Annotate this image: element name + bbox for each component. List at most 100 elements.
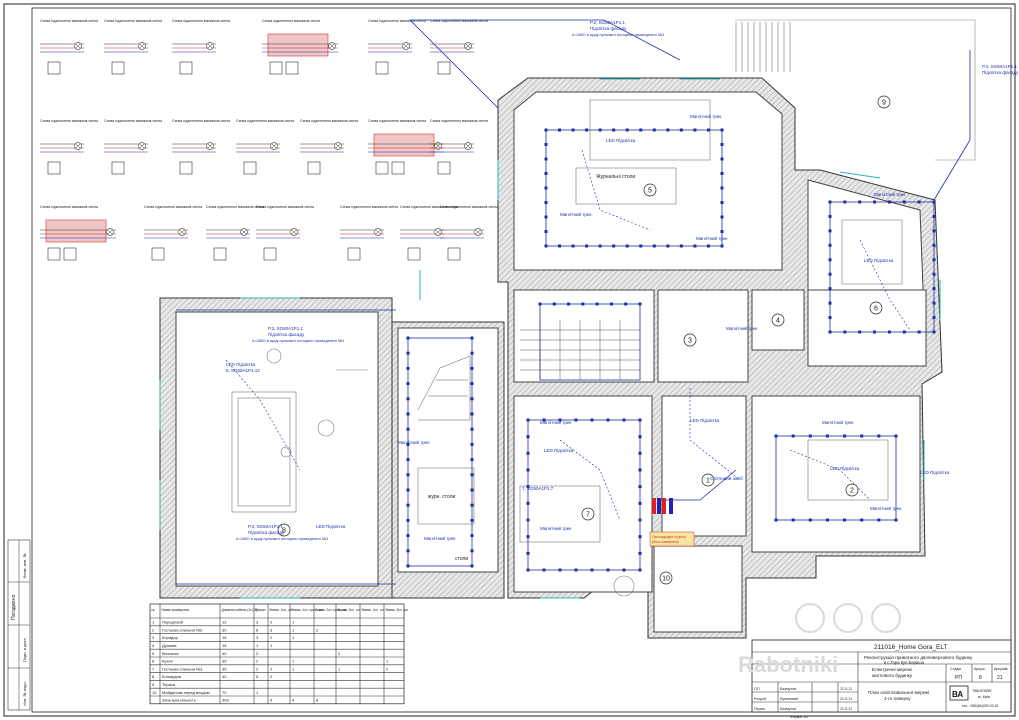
lamp-marker: [932, 214, 936, 218]
lamp-marker: [526, 535, 530, 539]
lamp-marker: [470, 427, 474, 431]
lamp-marker: [666, 128, 670, 132]
svg-text:LED Підсвітка: LED Підсвітка: [920, 470, 950, 475]
lamp-marker: [406, 427, 410, 431]
switch-scheme: Схема підключення вимикачів світла: [236, 119, 294, 175]
table-cell: 12: [222, 620, 227, 625]
table-header: Вимик. 2кл., шт: [338, 608, 361, 612]
signature-name: Лупичевий: [780, 697, 798, 701]
table-cell: 70: [222, 690, 227, 695]
table-cell: Гостьова спальня №2: [162, 627, 203, 632]
lamp-marker: [526, 418, 530, 422]
svg-text:Підсвітка фасаду: Підсвітка фасаду: [982, 70, 1019, 75]
switch-symbol-icon: [213, 247, 227, 261]
table-cell: 1: [292, 635, 295, 640]
svg-text:8, SG60А1Р1.12: 8, SG60А1Р1.12: [226, 368, 260, 373]
switch-symbol-icon: [111, 61, 125, 75]
lamp-marker: [828, 200, 832, 204]
table-cell: 1: [292, 659, 295, 664]
table-cell: 40: [222, 674, 227, 679]
table-cell: 40: [222, 651, 227, 656]
lamp-marker: [526, 568, 530, 572]
switch-symbol-icon: [151, 247, 165, 261]
lamp-marker: [558, 128, 562, 132]
lamp-marker: [470, 351, 474, 355]
table-cell: 1: [338, 666, 341, 671]
lamp-marker: [932, 243, 936, 247]
lamp-marker: [526, 468, 530, 472]
plan-annotations: P.2, SG60А1Р1.1 Підсвітка фасаду h=2800 …: [226, 20, 1019, 541]
svg-text:h=2800 в щоді нульової площини: h=2800 в щоді нульової площини проведенн…: [236, 536, 329, 541]
lamp-marker: [571, 244, 575, 248]
lamp-marker: [470, 564, 474, 568]
signature-role: Розроб.: [754, 697, 767, 701]
lamp-marker: [858, 330, 862, 334]
table-cell: 1: [386, 659, 389, 664]
lamp-marker: [774, 518, 778, 522]
switch-symbol-icon: [375, 161, 389, 175]
switch-scheme-title: Схема підключення вимикачів світла: [262, 19, 320, 23]
svg-text:Магнітний трек: Магнітний трек: [696, 235, 727, 241]
lamp-marker: [932, 301, 936, 305]
sheet-frame: [3, 3, 1016, 717]
lamp-marker: [470, 473, 474, 477]
table-cell: 18: [222, 643, 227, 648]
signature-role: ГІП: [754, 687, 760, 691]
lamp-marker: [720, 143, 724, 146]
switch-scheme: Схема підключення вимикачів світла: [430, 19, 488, 75]
lamp-marker: [638, 485, 642, 489]
signature-date: 22.11.21: [840, 687, 852, 691]
switch-symbol-icon: [243, 161, 257, 175]
lamp-marker: [544, 244, 548, 248]
room-label-tables-1: Журнальні столи: [596, 174, 635, 180]
table-cell: 8: [152, 674, 155, 679]
svg-text:LED Підсвітка: LED Підсвітка: [226, 362, 256, 367]
switch-scheme: Схема підключення вимикачів світла: [262, 19, 338, 75]
switch-symbol-icon: [437, 161, 451, 175]
switch-symbol-icon: [307, 161, 321, 175]
lamp-marker: [470, 382, 474, 386]
table-header: №: [152, 608, 156, 612]
svg-text:Магнітний трек: Магнітний трек: [870, 505, 901, 511]
lamp-marker: [808, 434, 812, 438]
lamp-marker: [860, 518, 864, 522]
room-number: 9: [877, 95, 891, 109]
lamp-marker: [544, 186, 548, 190]
room-number: 6: [869, 301, 883, 315]
lamp-marker: [406, 458, 410, 462]
lamp-marker: [828, 272, 832, 276]
table-cell: 8: [256, 627, 259, 632]
lamp-marker: [526, 518, 530, 522]
room-number: 7: [581, 507, 595, 521]
room-number: 4: [771, 313, 785, 327]
table-cell: 2: [256, 659, 259, 664]
table-cell: 2: [152, 627, 155, 632]
lamp-marker: [585, 128, 589, 132]
lamp-marker: [932, 258, 936, 262]
lamp-marker: [720, 215, 724, 219]
lamp-marker: [828, 229, 832, 233]
room-label-tables-3: столи: [455, 556, 468, 562]
table-cell: 1: [152, 620, 155, 625]
lamp-marker: [590, 568, 594, 572]
windows: [159, 78, 941, 599]
lamp-marker: [932, 200, 936, 204]
table-header: Вимик. 3кл., шт: [386, 608, 409, 612]
lamp-marker: [585, 244, 589, 248]
company-name: "ВАНІЛЮВ": [972, 689, 993, 693]
lamp-marker: [544, 172, 548, 175]
switch-symbol-icon: [179, 161, 193, 175]
table-header: Вимик. 2кл. прох., шт: [316, 608, 348, 612]
switch-scheme: Схема підключення вимикачів світла: [440, 205, 498, 261]
lamp-marker: [666, 244, 670, 248]
lamp-marker: [828, 287, 832, 291]
plan-name-2: 1-го поверху: [884, 696, 911, 701]
switch-scheme: Схема підключення вимикачів світла: [300, 119, 358, 175]
table-cell: 1: [256, 690, 259, 695]
lamp-marker: [406, 351, 410, 355]
lamp-marker: [902, 330, 906, 334]
lamp-marker: [406, 442, 410, 446]
inner-frame: [31, 7, 1012, 713]
lamp-marker: [612, 244, 616, 248]
table-cell: 18: [222, 635, 227, 640]
